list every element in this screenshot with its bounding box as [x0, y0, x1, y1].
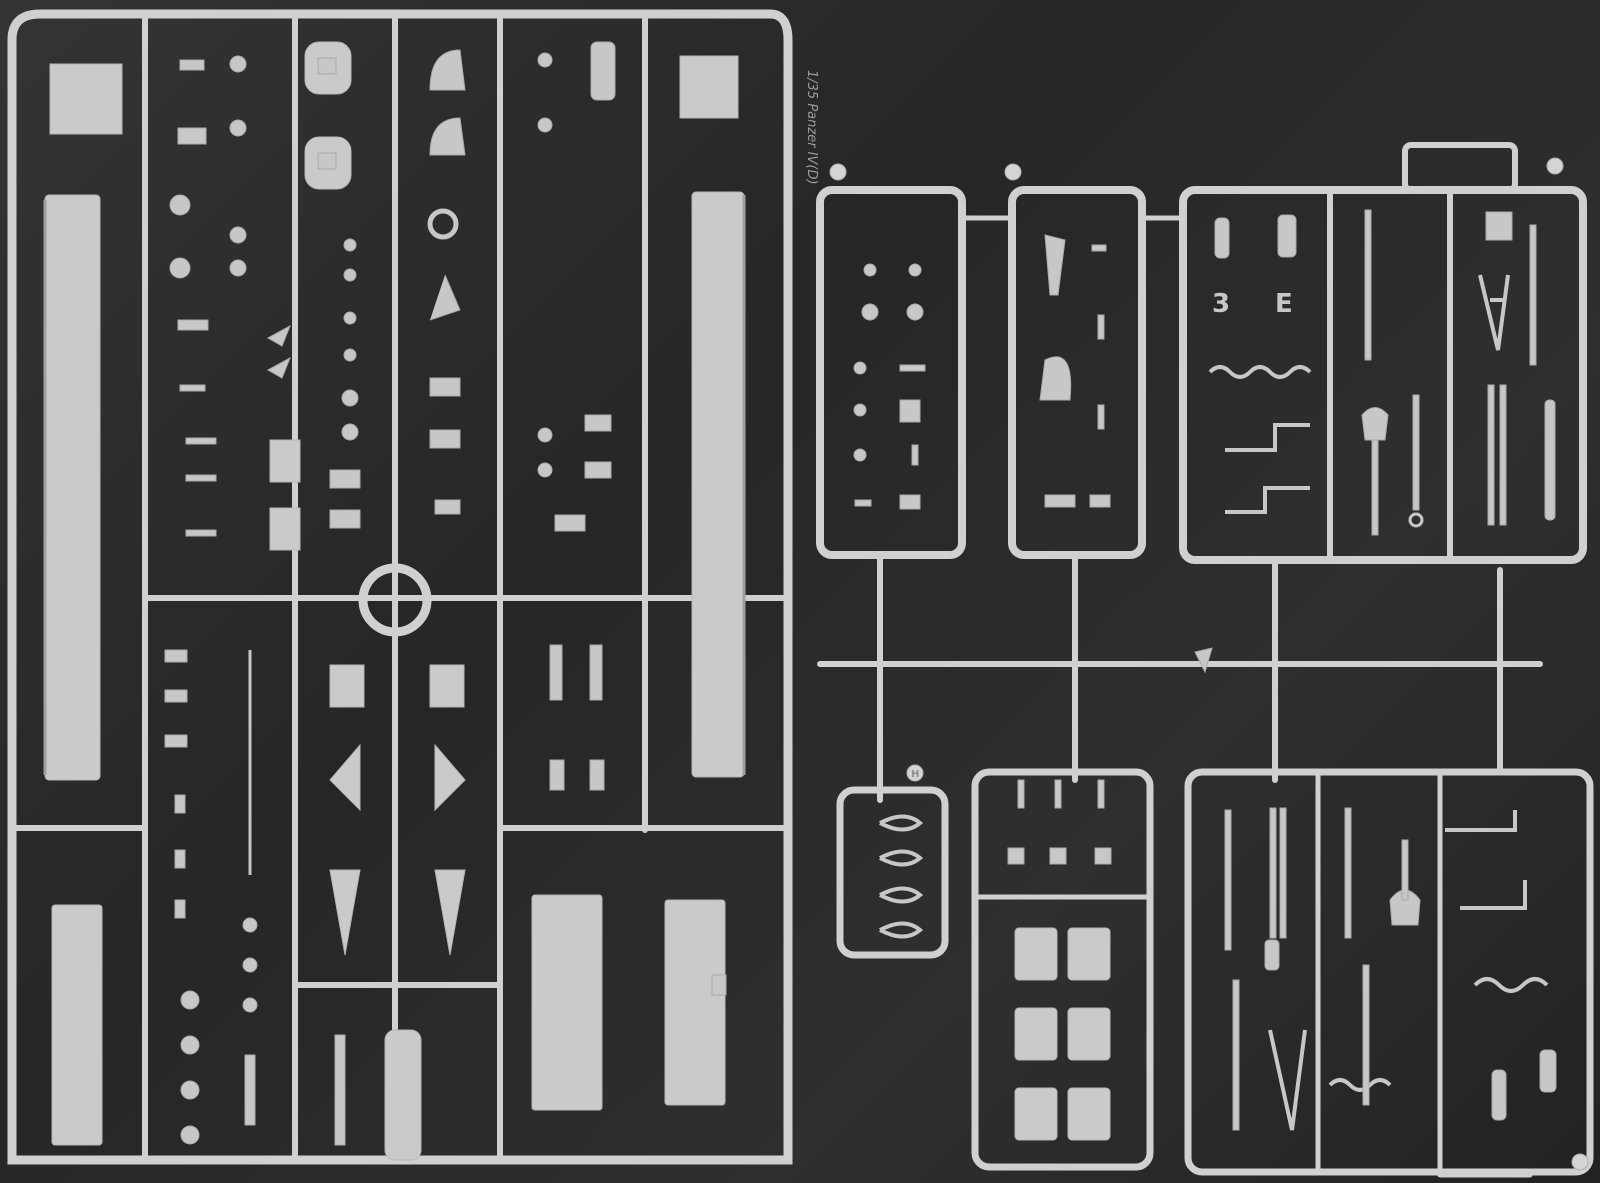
- mudguard-part: [329, 743, 361, 812]
- sprue-frame: [1008, 186, 1146, 559]
- sprue-frame: [816, 186, 966, 559]
- rod-part: [589, 644, 603, 701]
- engine-deck-plate: [664, 899, 726, 1106]
- sprue-frame: [971, 768, 1154, 1171]
- rod-part: [549, 644, 563, 701]
- hatch-detail: [317, 57, 337, 75]
- periscope-cover: [429, 117, 466, 156]
- sprue-frame: [836, 786, 949, 959]
- hull-side-panel: [691, 191, 745, 778]
- left-sprue: 1/35 Panzer IV(D): [7, 9, 819, 1165]
- sprue-frame: [1179, 186, 1587, 564]
- periscope-cover: [429, 49, 466, 91]
- small-parts-grid: [1039, 234, 1111, 508]
- fender-part: [329, 869, 361, 956]
- small-parts-column: [164, 649, 258, 1145]
- small-parts-grid: [879, 814, 924, 939]
- hull-side-panel: [44, 194, 101, 781]
- sprue-letter: H: [911, 769, 919, 780]
- rod-part: [334, 1034, 346, 1146]
- small-parts-grid: [1224, 807, 1557, 1131]
- hatch-plate: [49, 63, 123, 135]
- jerrycan-parts: [1007, 779, 1112, 1141]
- fender-part: [434, 869, 466, 956]
- exhaust-muffler: [384, 1029, 422, 1161]
- mudguard-part: [434, 743, 466, 812]
- sprue-letter-tags: H: [829, 157, 1589, 1171]
- hatch-detail: [317, 152, 337, 170]
- block-part: [589, 759, 605, 791]
- svg-text:E: E: [1275, 289, 1293, 319]
- ring-part: [427, 208, 459, 240]
- sprue-label: 1/35 Panzer IV(D): [804, 70, 819, 185]
- small-parts-grid: [853, 263, 926, 510]
- block-part: [549, 759, 565, 791]
- engine-deck-plate: [531, 894, 603, 1111]
- sprue-ring: [358, 563, 432, 637]
- svg-text:3: 3: [1212, 289, 1230, 319]
- small-parts-grid: 3 E: [1208, 209, 1556, 536]
- sprue-frame: [1184, 768, 1594, 1176]
- fender-part: [590, 41, 616, 101]
- hatch-plate: [679, 55, 739, 119]
- right-sprue: 3 E: [816, 142, 1594, 1178]
- sprue-label-text: 1/35 Panzer IV(D): [804, 70, 819, 185]
- left-sprue-frame: [7, 9, 793, 1165]
- hull-plate: [51, 904, 103, 1146]
- armor-plate: [429, 664, 465, 708]
- small-parts-column: [169, 52, 612, 551]
- armor-plate: [329, 664, 365, 708]
